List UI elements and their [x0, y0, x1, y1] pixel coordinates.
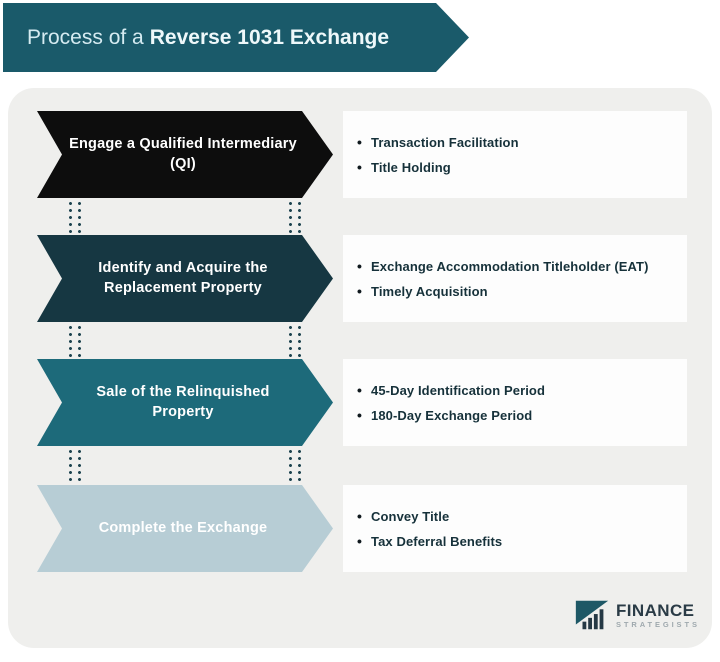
bullet-dot-icon: •	[357, 134, 363, 150]
bullet-item: • Exchange Accommodation Titleholder (EAT…	[357, 258, 687, 274]
page-title-bold: Reverse 1031 Exchange	[149, 25, 390, 49]
bullet-text: Timely Acquisition	[371, 284, 488, 299]
bullet-text: Tax Deferral Benefits	[371, 534, 503, 549]
bullet-dot-icon: •	[357, 508, 363, 524]
step-arrow: Identify and Acquire the Replacement Pro…	[37, 235, 333, 322]
growth-bars-icon	[575, 600, 609, 630]
bullet-dot-icon: •	[357, 533, 363, 549]
bullet-dot-icon: •	[357, 407, 363, 423]
bullet-text: Title Holding	[371, 160, 451, 175]
dotted-connector-icon	[66, 200, 84, 234]
step-details-box: • Exchange Accommodation Titleholder (EAT…	[343, 235, 687, 322]
step-label: Complete the Exchange	[98, 519, 268, 536]
bullet-item: • 45-Day Identification Period	[357, 382, 687, 398]
bullet-text: Exchange Accommodation Titleholder (EAT)	[371, 259, 649, 274]
step-details-box: • Convey Title • Tax Deferral Benefits	[343, 485, 687, 572]
bullet-item: • Timely Acquisition	[357, 283, 687, 299]
step-label: Engage a Qualified Intermediary (QI)	[69, 135, 297, 172]
bullet-dot-icon: •	[357, 258, 363, 274]
page-title-prefix: Process of a	[27, 25, 144, 49]
bullet-item: • Transaction Facilitation	[357, 134, 687, 150]
step-arrow: Engage a Qualified Intermediary (QI)	[37, 111, 333, 198]
bullet-item: • Convey Title	[357, 508, 687, 524]
step-arrow: Complete the Exchange	[37, 485, 333, 572]
bullet-text: 45-Day Identification Period	[371, 383, 546, 398]
bullet-dot-icon: •	[357, 159, 363, 175]
steps-panel: Engage a Qualified Intermediary (QI) • Tra…	[8, 88, 712, 648]
dotted-connector-icon	[286, 448, 304, 482]
bullet-text: 180-Day Exchange Period	[371, 408, 533, 423]
dotted-connector-icon	[66, 324, 84, 358]
bullet-item: • Title Holding	[357, 159, 687, 175]
bullet-dot-icon: •	[357, 283, 363, 299]
dotted-connector-icon	[286, 200, 304, 234]
bullet-item: • 180-Day Exchange Period	[357, 407, 687, 423]
dotted-connector-icon	[66, 448, 84, 482]
step-details-box: • 45-Day Identification Period • 180-Day Ex…	[343, 359, 687, 446]
step-arrow: Sale of the Relinquished Property	[37, 359, 333, 446]
step-label: Sale of the Relinquished Property	[96, 383, 270, 420]
bullet-item: • Tax Deferral Benefits	[357, 533, 687, 549]
dotted-connector-icon	[286, 324, 304, 358]
logo-subname: STRATEGISTS	[616, 619, 700, 629]
step-label: Identify and Acquire the Replacement Pro…	[98, 259, 268, 296]
bullet-text: Convey Title	[371, 509, 450, 524]
step-details-box: • Transaction Facilitation • Title Holding	[343, 111, 687, 198]
bullet-dot-icon: •	[357, 382, 363, 398]
title-banner: Process of a Reverse 1031 Exchange	[3, 3, 469, 72]
logo-name: FINANCE	[616, 600, 695, 620]
bullet-text: Transaction Facilitation	[371, 135, 519, 150]
